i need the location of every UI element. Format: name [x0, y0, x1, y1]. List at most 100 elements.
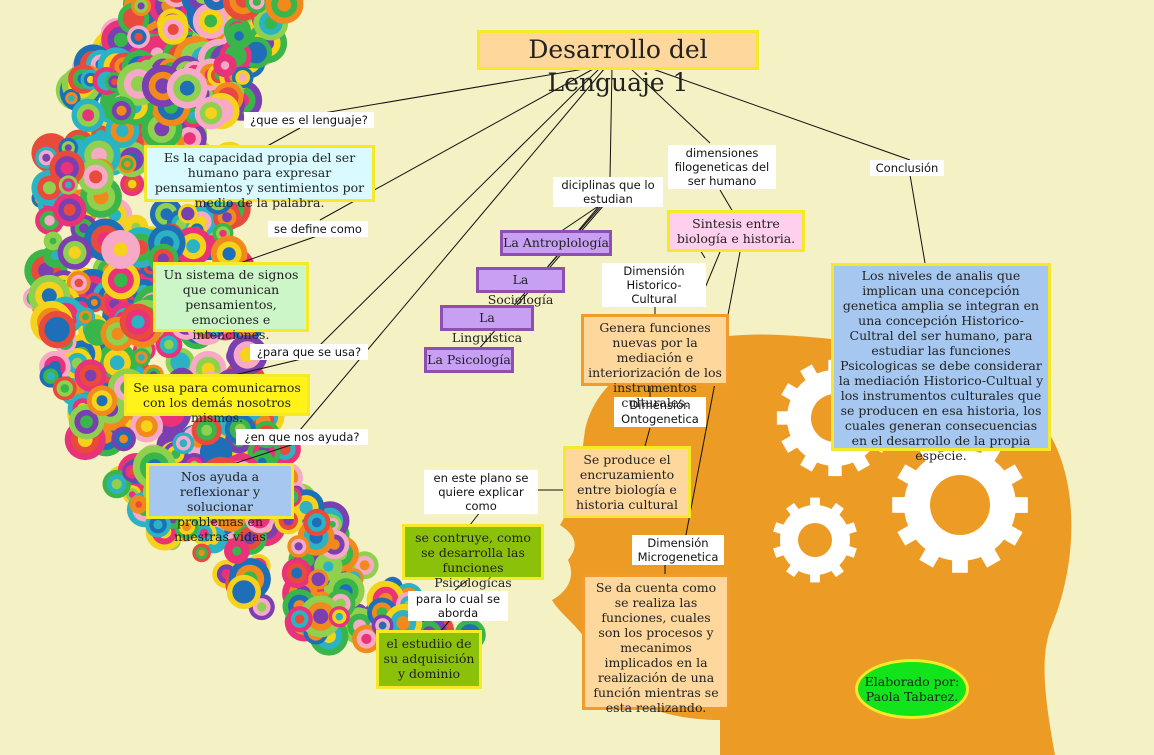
box-estudio: el estudiio de su adquisición y dominio: [376, 630, 482, 689]
decor-circle: [96, 395, 108, 407]
gear-tooth: [897, 464, 920, 487]
decor-circle: [157, 253, 169, 265]
decor-circle: [232, 546, 242, 556]
decor-circle: [82, 109, 95, 122]
decor-circle: [90, 299, 98, 306]
decor-circle: [46, 372, 56, 381]
decor-circle: [179, 439, 188, 448]
decor-circle: [182, 522, 192, 532]
decor-circle: [153, 520, 163, 530]
decor-circle: [219, 229, 227, 238]
decor-circle: [89, 170, 103, 184]
page-title: Desarrollo del Lenguaje 1: [477, 30, 759, 97]
decor-circle: [299, 500, 313, 515]
gear-tooth: [773, 522, 787, 535]
decor-circle: [60, 384, 70, 393]
label-historico: Dimensión Historico-Cultural: [602, 263, 706, 307]
decor-circle: [359, 560, 370, 571]
gear-tooth: [919, 545, 942, 568]
gear-tooth: [786, 502, 801, 518]
label-ontogenetica: Dimensión Ontogenetica: [614, 397, 706, 427]
decor-circle: [198, 549, 205, 557]
decor-circle: [38, 262, 54, 279]
decor-circle: [109, 355, 125, 371]
decor-circle: [169, 0, 184, 3]
decor-circle: [92, 327, 103, 338]
box-niveles: Los niveles de analis que implican una c…: [831, 263, 1051, 463]
label-para-que: ¿para que se usa?: [250, 344, 368, 360]
gear-tooth: [829, 562, 844, 578]
label-dimensiones: dimensiones filogeneticas del ser humano: [668, 145, 776, 189]
gear-tooth: [851, 452, 870, 472]
decor-circle: [135, 501, 142, 508]
decor-circle: [279, 443, 291, 455]
decor-circle: [64, 181, 72, 189]
decor-circle: [291, 567, 303, 579]
gear-tooth: [781, 434, 801, 453]
decor-circle: [124, 160, 131, 168]
decor-circle: [396, 616, 411, 630]
decor-circle: [174, 356, 186, 368]
label-define: se define como: [268, 221, 368, 237]
decor-circle: [60, 161, 74, 175]
decor-circle: [111, 479, 122, 490]
decor-circle: [222, 212, 232, 223]
decor-circle: [199, 528, 209, 538]
decor-circle: [294, 542, 303, 551]
decor-circle: [114, 273, 128, 288]
decor-circle: [116, 105, 127, 116]
decor-circle: [220, 61, 230, 70]
decor-circle: [119, 434, 128, 444]
decor-circle: [184, 210, 192, 218]
box-sociologia: La Sociología: [476, 267, 565, 307]
decor-circle: [64, 144, 72, 152]
decor-circle: [210, 446, 222, 459]
decor-circle: [138, 354, 145, 361]
gear-tooth: [1000, 464, 1023, 487]
box-linguistica: La Linguistica: [440, 305, 534, 345]
gear-tooth: [800, 364, 819, 384]
decor-circle: [234, 31, 244, 41]
label-microgenetica: Dimensión Microgenetica: [632, 535, 724, 565]
gear-tooth: [810, 571, 820, 583]
gear-tooth: [843, 545, 857, 558]
label-que-es: ¿que es el lenguaje?: [244, 112, 374, 128]
decor-circle: [131, 315, 145, 329]
decor-circle: [314, 575, 323, 583]
gear-tooth: [952, 556, 968, 573]
decor-circle: [257, 602, 267, 612]
decor-circle: [116, 124, 129, 137]
box-reflexionar: Nos ayuda a reflexionar y solucionar pro…: [146, 463, 294, 544]
decor-circle: [295, 614, 305, 624]
box-capacidad: Es la capacidad propia del ser humano pa…: [144, 145, 375, 210]
decor-circle: [68, 246, 82, 259]
decor-circle: [164, 339, 174, 350]
decor-circle: [41, 288, 57, 304]
decor-circle: [212, 0, 221, 3]
decor-circle: [237, 585, 250, 599]
decor-circle: [238, 73, 247, 82]
decor-circle: [137, 2, 145, 10]
decor-circle: [113, 32, 129, 47]
label-ayuda: ¿en que nos ayuda?: [236, 429, 368, 445]
decor-circle: [222, 247, 236, 261]
box-antropologia: La Antroplología: [500, 230, 612, 256]
gear-tooth: [978, 545, 1001, 568]
decor-circle: [378, 621, 387, 630]
decor-circle: [204, 14, 218, 28]
decor-circle: [252, 0, 261, 6]
decor-circle: [243, 532, 257, 545]
decor-circle: [201, 424, 213, 436]
decor-circle: [42, 181, 56, 195]
gear-tooth: [1011, 497, 1028, 513]
decor-circle: [205, 107, 217, 119]
label-para-lo-cual: para lo cual se aborda: [408, 591, 508, 621]
box-psicologia: La Psicología: [424, 347, 514, 373]
decor-circle: [127, 179, 137, 189]
gear-tooth: [810, 497, 820, 509]
decor-circle: [311, 517, 322, 528]
decor-circle: [87, 75, 95, 84]
decor-circle: [207, 0, 225, 7]
decor-circle: [113, 242, 128, 257]
box-sintesis: Sintesis entre biología e historia.: [667, 210, 805, 252]
